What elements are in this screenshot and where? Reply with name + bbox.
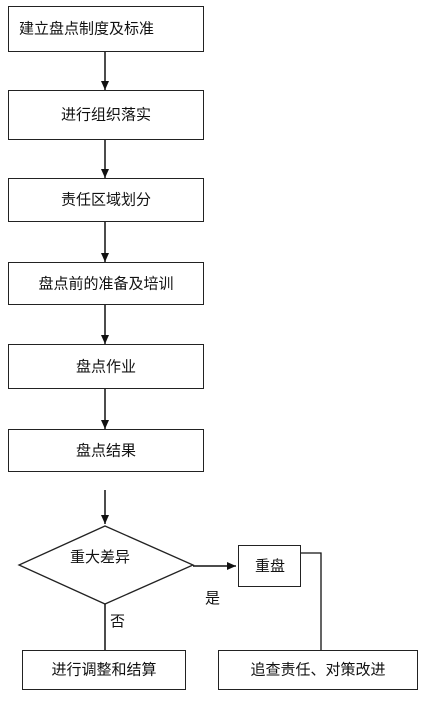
recount-box: 重盘	[238, 545, 301, 587]
recount-label: 重盘	[255, 557, 286, 575]
adjust-label: 进行调整和结算	[51, 660, 157, 679]
yes-label: 是	[205, 589, 221, 607]
step-5-box: 盘点作业	[8, 344, 204, 389]
decision-label: 重大差异	[70, 548, 131, 566]
step-6-box: 盘点结果	[8, 429, 204, 472]
step-4-label: 盘点前的准备及培训	[38, 274, 174, 292]
no-label: 否	[110, 612, 126, 630]
step-2-box: 进行组织落实	[8, 90, 204, 140]
step-4-box: 盘点前的准备及培训	[8, 262, 204, 305]
step-2-label: 进行组织落实	[60, 105, 151, 124]
step-3-box: 责任区域划分	[8, 178, 204, 222]
step-3-label: 责任区域划分	[60, 190, 151, 209]
line-recount-accountability	[301, 552, 322, 650]
step-1-label: 建立盘点制度及标准	[19, 19, 155, 38]
step-1-box: 建立盘点制度及标准	[8, 6, 204, 52]
step-6-label: 盘点结果	[75, 441, 136, 459]
adjust-box: 进行调整和结算	[22, 650, 186, 690]
accountability-label: 追查责任、对策改进	[250, 660, 386, 679]
accountability-box: 追查责任、对策改进	[218, 650, 418, 690]
step-5-label: 盘点作业	[75, 357, 136, 375]
